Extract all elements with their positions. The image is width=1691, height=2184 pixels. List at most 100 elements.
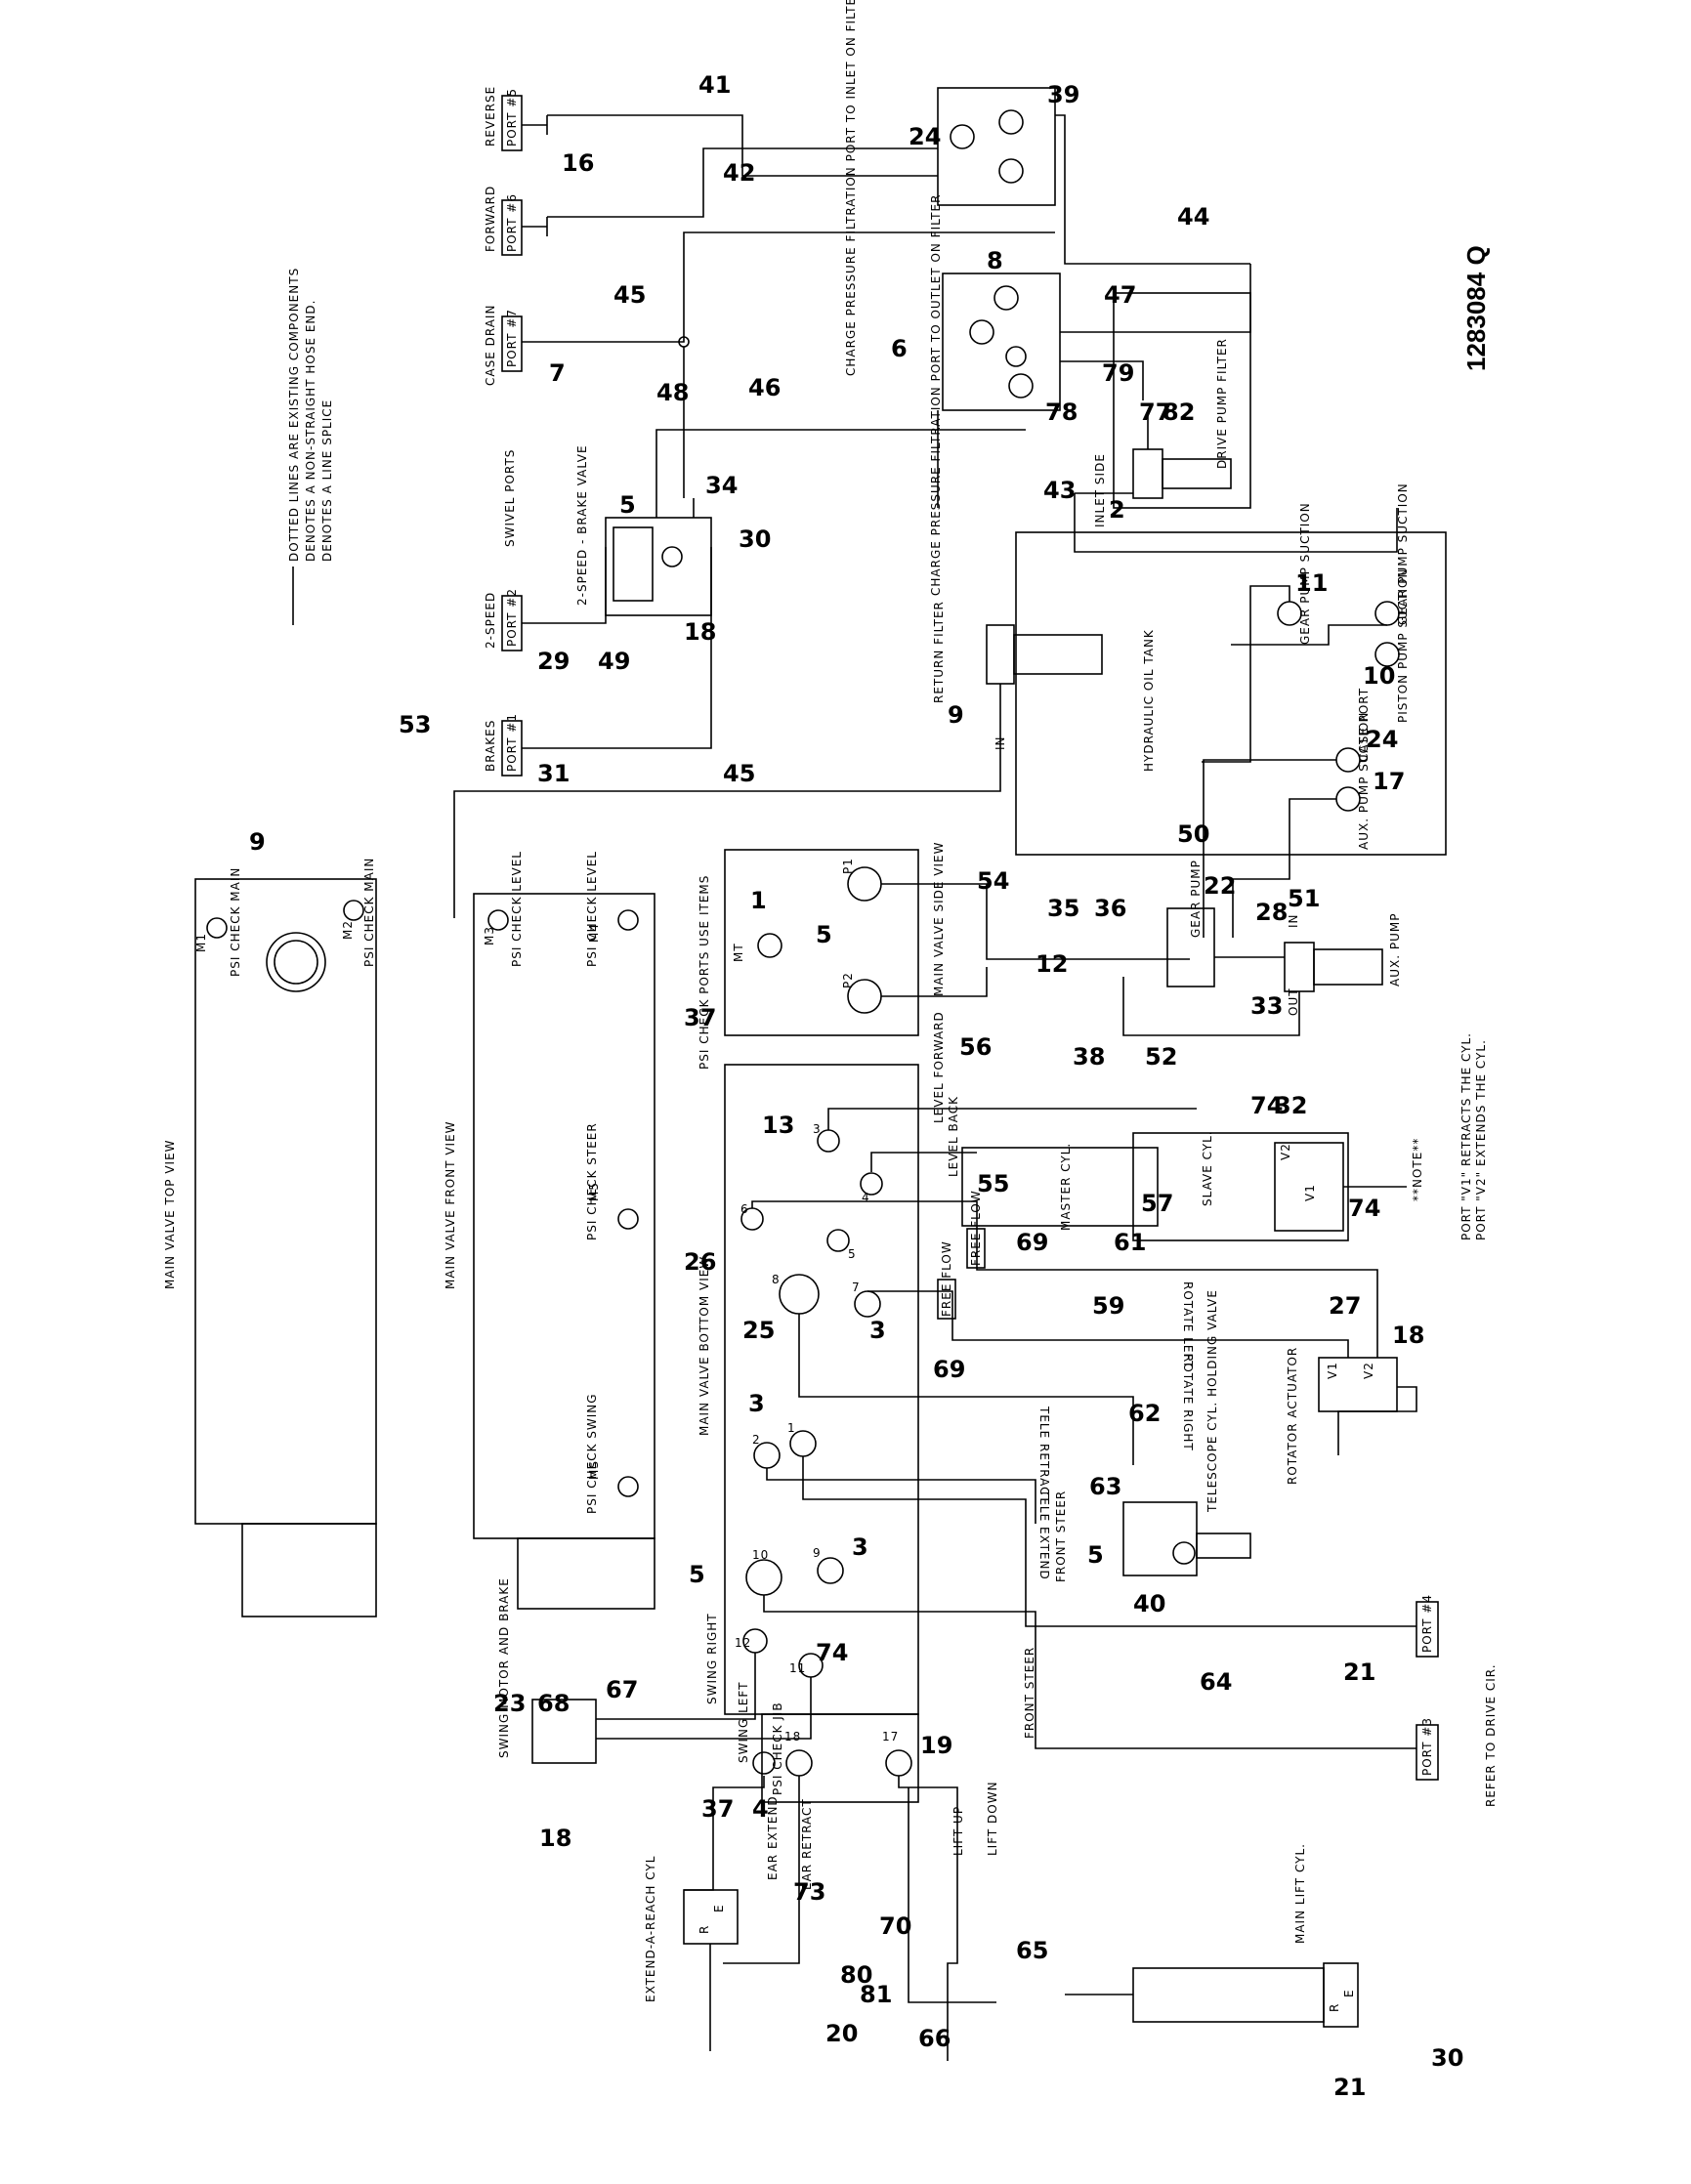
telescope-valve-port-v2 bbox=[1172, 1541, 1196, 1565]
extend-a-reach-cylinder bbox=[683, 1889, 739, 1945]
port-num-8: 8 bbox=[772, 1273, 781, 1286]
master-cyl-label: MASTER CYL. bbox=[1059, 1143, 1073, 1231]
callout-69-b: 69 bbox=[933, 1356, 965, 1383]
aux-out-label: OUT bbox=[1287, 987, 1300, 1016]
brake-valve-port-b bbox=[661, 546, 683, 567]
brake-valve-body bbox=[605, 517, 712, 616]
callout-77: 77 bbox=[1139, 399, 1171, 426]
callout-46: 46 bbox=[748, 374, 781, 401]
hose-64-b bbox=[763, 1595, 1416, 1749]
hose-gear-suction-1 bbox=[1202, 585, 1290, 763]
gear-suction-1-label: GEAR PUMP SUCTION bbox=[1298, 502, 1312, 645]
front-steer-1-label: FRONT STEER bbox=[1054, 1491, 1068, 1582]
hose-51 bbox=[1232, 798, 1336, 938]
callout-43: 43 bbox=[1043, 477, 1076, 504]
callout-4: 4 bbox=[752, 1795, 769, 1823]
aux-in-label: IN bbox=[1287, 913, 1300, 928]
callout-61: 61 bbox=[1114, 1229, 1146, 1256]
bottom-port-5 bbox=[826, 1229, 850, 1252]
port-forward-name: FORWARD bbox=[484, 186, 497, 252]
port-brakes-number: PORT #1 bbox=[505, 713, 519, 772]
return-filter-head bbox=[986, 624, 1015, 685]
callout-62: 62 bbox=[1128, 1400, 1161, 1427]
hose-41 bbox=[547, 114, 938, 177]
refer-label: REFER TO DRIVE CIR. bbox=[1484, 1663, 1498, 1807]
front-m5 bbox=[617, 1208, 639, 1230]
p1-label: P1 bbox=[841, 858, 855, 874]
ms-label: MS bbox=[587, 1460, 601, 1480]
aux-pump-label: AUX. PUMP bbox=[1388, 913, 1402, 987]
charge-pump-port-6 bbox=[969, 319, 994, 345]
drive-pump-port-39 bbox=[998, 109, 1024, 135]
psi-main-2-label: PSI CHECK MAIN bbox=[362, 858, 376, 967]
callout-9-top: 9 bbox=[249, 828, 266, 856]
return-filter-canister bbox=[1013, 634, 1103, 675]
brake-valve-ports bbox=[655, 498, 695, 518]
port-num-3: 3 bbox=[813, 1122, 822, 1136]
swing-left-label: SWING LEFT bbox=[737, 1682, 750, 1763]
psi-swing-label: PSI CHECK SWING bbox=[585, 1393, 599, 1514]
e-label-reach: E bbox=[712, 1904, 726, 1912]
main-valve-side-label: MAIN VALVE SIDE VIEW bbox=[932, 841, 946, 996]
callout-5-tele: 5 bbox=[1087, 1541, 1104, 1569]
e-label-lift: E bbox=[1342, 1989, 1356, 1997]
rotate-left-label: ROTATE LEFT bbox=[1181, 1281, 1195, 1368]
callout-56: 56 bbox=[959, 1033, 992, 1061]
free-flow-2-label: FREE FLOW bbox=[940, 1240, 953, 1317]
port-2speed-number: PORT #2 bbox=[505, 588, 519, 647]
port-case-drain-name: CASE DRAIN bbox=[484, 305, 497, 386]
callout-21-swivel: 21 bbox=[1343, 1659, 1375, 1686]
master-cylinder bbox=[961, 1147, 1159, 1227]
main-valve-top-port-9-inner bbox=[274, 940, 318, 985]
drive-filter-body bbox=[1132, 448, 1163, 499]
tele-extend-label: TELE EXTEND bbox=[1037, 1489, 1051, 1580]
bottom-port-jib bbox=[752, 1751, 776, 1775]
legend-note-1: DOTTED LINES ARE EXISTING COMPONENTS bbox=[287, 268, 301, 562]
v2-label-rotator: V2 bbox=[1362, 1362, 1375, 1379]
bottom-port-8 bbox=[779, 1274, 820, 1315]
port-num-5: 5 bbox=[848, 1247, 857, 1261]
callout-37-top: 37 bbox=[684, 1004, 716, 1031]
callout-74-c: 74 bbox=[816, 1639, 848, 1666]
callout-34: 34 bbox=[705, 472, 738, 499]
hose-46 bbox=[655, 429, 1026, 498]
mt-label: MT bbox=[732, 943, 745, 962]
callout-25: 25 bbox=[742, 1317, 775, 1344]
lift-down-label: LIFT DOWN bbox=[986, 1781, 999, 1856]
callout-41: 41 bbox=[698, 71, 731, 99]
ear-extend-label: EAR EXTEND bbox=[766, 1795, 780, 1880]
return-in-label: IN bbox=[993, 735, 1007, 750]
hose-49 bbox=[522, 547, 607, 624]
charge-top-label: CHARGE PRESSURE FILTRATION PORT TO INLET… bbox=[844, 0, 858, 376]
callout-18-brake: 18 bbox=[684, 618, 716, 646]
hose-45-top bbox=[522, 231, 1055, 343]
tank-label: HYDRAULIC OIL TANK bbox=[1142, 629, 1156, 772]
ear-retract-label: EAR RETRACT bbox=[800, 1798, 814, 1890]
callout-67: 67 bbox=[606, 1676, 638, 1703]
callout-65: 65 bbox=[1016, 1937, 1048, 1964]
callout-8: 8 bbox=[987, 247, 1003, 274]
bottom-port-17 bbox=[885, 1749, 912, 1777]
hose-47 bbox=[1060, 264, 1251, 333]
callout-5-bottom: 5 bbox=[689, 1561, 705, 1588]
callout-13: 13 bbox=[762, 1112, 794, 1139]
port-box-case-drain bbox=[501, 315, 523, 372]
port-num-9: 9 bbox=[813, 1546, 822, 1560]
legend-note-3: DENOTES A LINE SPLICE bbox=[320, 399, 334, 562]
level-forward-label: LEVEL FORWARD bbox=[932, 1011, 946, 1123]
callout-16: 16 bbox=[562, 149, 594, 177]
port-reverse-number: PORT #5 bbox=[505, 88, 519, 147]
port-num-1: 1 bbox=[787, 1421, 796, 1435]
drawing-number: 1283084 Q bbox=[1461, 245, 1491, 371]
callout-27: 27 bbox=[1329, 1292, 1361, 1320]
callout-22: 22 bbox=[1204, 872, 1236, 900]
callout-31: 31 bbox=[537, 760, 570, 787]
main-lift-cap bbox=[1323, 1962, 1359, 2028]
rotator-label: ROTATOR ACTUATOR bbox=[1286, 1347, 1299, 1485]
callout-74-a: 74 bbox=[1250, 1092, 1283, 1119]
drive-pump-port-a bbox=[998, 158, 1024, 184]
drive-filter-canister bbox=[1162, 458, 1232, 489]
r-label-reach: R bbox=[698, 1925, 711, 1934]
tele-retract-label: TELE RETRACT bbox=[1037, 1406, 1051, 1504]
